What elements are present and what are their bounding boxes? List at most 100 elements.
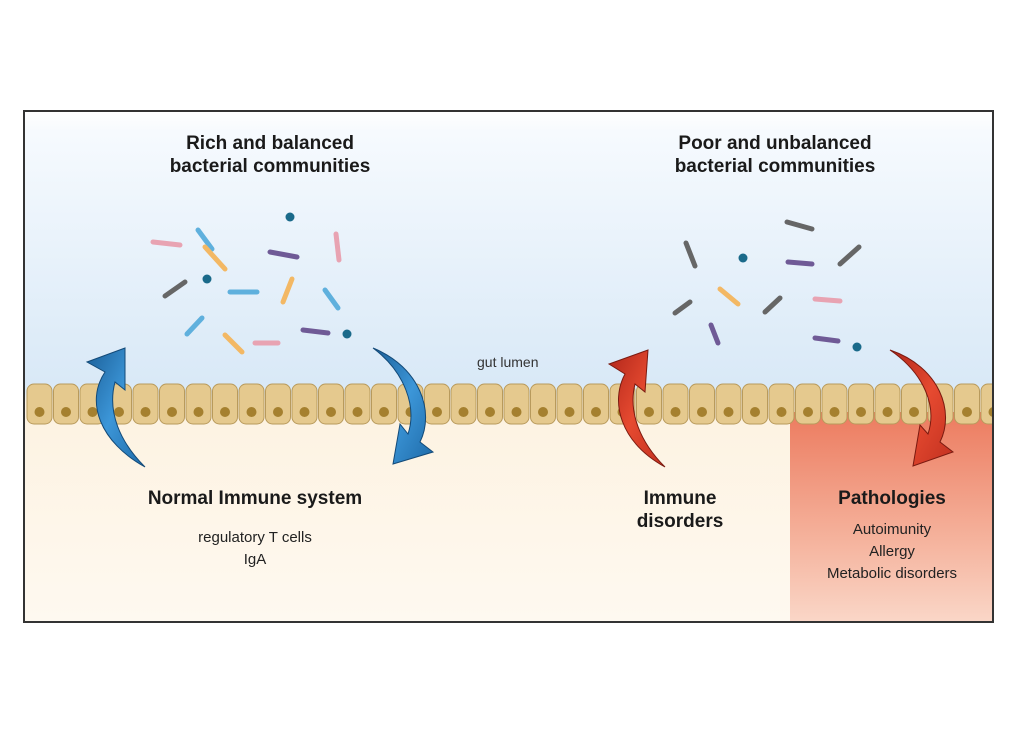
- immune-disorders-line2: disorders: [636, 511, 724, 532]
- bacterium-rod: [150, 239, 183, 248]
- epithelial-cell: [715, 383, 742, 425]
- epithelial-cell: [662, 383, 689, 425]
- cell-nucleus: [511, 407, 522, 417]
- normal-immune-items: regulatory T cells IgA: [155, 527, 355, 571]
- bacterium-coccus: [285, 212, 295, 222]
- blue-down-arrow-icon: [372, 347, 435, 465]
- bacterium-rod: [812, 296, 843, 304]
- right-title-line2: bacterial communities: [674, 156, 876, 177]
- cell-nucleus: [326, 407, 336, 417]
- epithelial-cell: [874, 383, 901, 425]
- bacterium-rod: [300, 327, 331, 336]
- blue-up-arrow-icon: [85, 347, 146, 468]
- left-panel-title: Rich and balanced bacterial communities: [120, 132, 420, 178]
- epithelial-cell: [768, 383, 795, 425]
- epithelial-cell: [265, 383, 291, 425]
- red-up-arrow-icon: [607, 349, 666, 468]
- pathology-allergy: Allergy: [869, 543, 915, 560]
- pathologies-title: Pathologies: [838, 488, 946, 509]
- cell-nucleus: [829, 407, 840, 417]
- pathology-metabolic: Metabolic disorders: [826, 565, 958, 582]
- epithelial-cell: [742, 383, 768, 425]
- bacterium-rod: [184, 315, 205, 337]
- cell-nucleus: [273, 407, 283, 417]
- epithelial-cell: [980, 383, 992, 425]
- bacteria-group: [150, 212, 862, 355]
- cell-nucleus: [909, 407, 919, 417]
- pathologies-region: [790, 412, 992, 621]
- cell-nucleus: [882, 407, 893, 417]
- epithelial-cell: [901, 383, 927, 425]
- epithelial-cell: [821, 383, 848, 425]
- epithelial-cell: [503, 383, 530, 425]
- immune-disorders-line1: Immune: [643, 488, 717, 509]
- cell-nucleus: [485, 407, 495, 417]
- item-regulatory-t-cells: regulatory T cells: [198, 529, 312, 546]
- epithelial-cell: [344, 383, 371, 425]
- bacterium-rod: [784, 219, 815, 232]
- bacterium-rod: [785, 259, 815, 267]
- bacterium-rod: [333, 231, 342, 263]
- normal-immune-title: Normal Immune system: [147, 488, 363, 509]
- cell-nucleus: [962, 407, 972, 417]
- epithelial-cell: [795, 383, 821, 425]
- bacterium-rod: [267, 249, 300, 260]
- bacterium-rod: [672, 299, 693, 316]
- epithelial-cell: [26, 383, 53, 425]
- bacterium-rod: [162, 279, 188, 299]
- bacterium-coccus: [342, 329, 352, 339]
- epithelial-cell: [954, 383, 980, 425]
- bacterium-rod: [717, 286, 741, 307]
- cell-nucleus: [564, 407, 575, 417]
- bacterium-rod: [762, 295, 783, 315]
- cell-nucleus: [34, 407, 45, 417]
- epithelial-cell: [53, 383, 79, 425]
- epithelial-cell: [424, 383, 450, 425]
- cell-nucleus: [220, 407, 230, 417]
- left-title-line2: bacterial communities: [169, 156, 371, 177]
- epithelial-cell: [450, 383, 477, 425]
- cell-nucleus: [670, 407, 681, 417]
- cell-nucleus: [591, 407, 601, 417]
- cell-nucleus: [856, 407, 866, 417]
- bacterium-coccus: [852, 342, 862, 352]
- cell-nucleus: [193, 407, 204, 417]
- cell-nucleus: [140, 407, 151, 417]
- bacterium-coccus: [202, 274, 212, 284]
- cell-nucleus: [379, 407, 389, 417]
- cell-nucleus: [352, 407, 363, 417]
- cell-nucleus: [644, 407, 654, 417]
- bacterium-rod: [812, 335, 841, 344]
- cell-nucleus: [458, 407, 469, 417]
- epithelial-cell: [185, 383, 212, 425]
- epithelial-cell: [556, 383, 583, 425]
- left-title-line1: Rich and balanced: [186, 133, 354, 154]
- bacterium-rod: [322, 287, 341, 311]
- epithelial-cell: [238, 383, 265, 425]
- cell-nucleus: [432, 407, 442, 417]
- epithelial-cell: [291, 383, 318, 425]
- epithelial-cell: [636, 383, 662, 425]
- bacterium-rod: [202, 244, 228, 272]
- pathologies-list: Autoimunity Allergy Metabolic disorders: [790, 519, 992, 585]
- cell-nucleus: [988, 407, 992, 417]
- epithelial-cell-layer: [26, 383, 992, 425]
- bacterium-rod: [195, 227, 215, 252]
- bacterium-coccus: [738, 253, 748, 263]
- cell-nucleus: [246, 407, 257, 417]
- epithelial-cell: [132, 383, 159, 425]
- cell-nucleus: [61, 407, 71, 417]
- epithelial-cell: [689, 383, 715, 425]
- epithelial-cell: [530, 383, 556, 425]
- cell-nucleus: [299, 407, 310, 417]
- item-iga: IgA: [243, 551, 267, 568]
- bacterium-rod: [683, 240, 698, 269]
- right-panel-title: Poor and unbalanced bacterial communitie…: [625, 132, 925, 178]
- epithelial-cell: [583, 383, 609, 425]
- epithelial-cell: [371, 383, 397, 425]
- bacterium-rod: [708, 322, 721, 346]
- epithelial-cell: [318, 383, 344, 425]
- diagram-frame: Rich and balanced bacterial communities …: [23, 110, 994, 623]
- cell-nucleus: [697, 407, 707, 417]
- epithelial-cell: [212, 383, 238, 425]
